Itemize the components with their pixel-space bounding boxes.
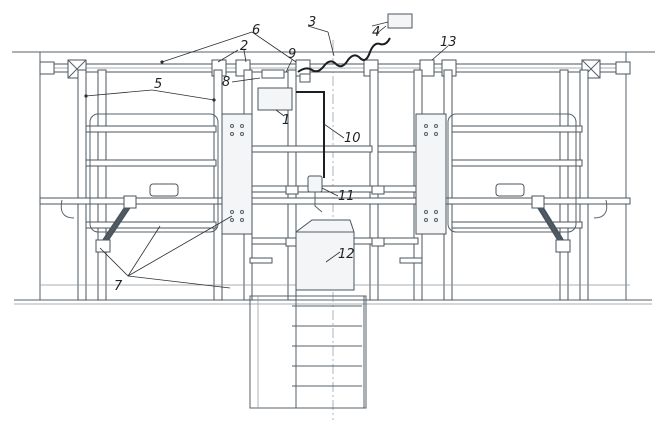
callouts: 1 2 3 4 5 6 7 8 9 10 11 12 13 xyxy=(114,15,457,294)
right-gate-frame xyxy=(447,113,577,233)
callout-11: 11 xyxy=(338,189,355,204)
pit-stairs xyxy=(249,295,367,409)
valve-unit xyxy=(261,69,311,83)
callout-8: 8 xyxy=(222,75,230,90)
milk-tank xyxy=(295,219,355,291)
right-cylinder xyxy=(531,195,608,253)
left-cylinder xyxy=(60,195,137,253)
callout-2: 2 xyxy=(240,39,248,54)
hose xyxy=(296,37,391,178)
callout-5: 5 xyxy=(154,77,162,92)
left-panel xyxy=(221,113,253,235)
callout-10: 10 xyxy=(344,131,361,146)
callout-9: 9 xyxy=(288,47,296,62)
left-gate-frame xyxy=(89,113,219,233)
callout-7: 7 xyxy=(114,279,123,294)
remote-controller xyxy=(371,13,413,29)
callout-1: 1 xyxy=(282,113,290,128)
callout-3: 3 xyxy=(308,15,316,30)
callout-12: 12 xyxy=(338,247,355,262)
handles xyxy=(249,185,423,264)
callout-13: 13 xyxy=(440,35,457,50)
callout-4: 4 xyxy=(372,25,380,40)
control-box xyxy=(257,87,293,111)
right-panel xyxy=(415,113,447,235)
filter-unit xyxy=(307,175,323,213)
leader-lines xyxy=(84,25,449,289)
callout-6: 6 xyxy=(252,23,260,38)
